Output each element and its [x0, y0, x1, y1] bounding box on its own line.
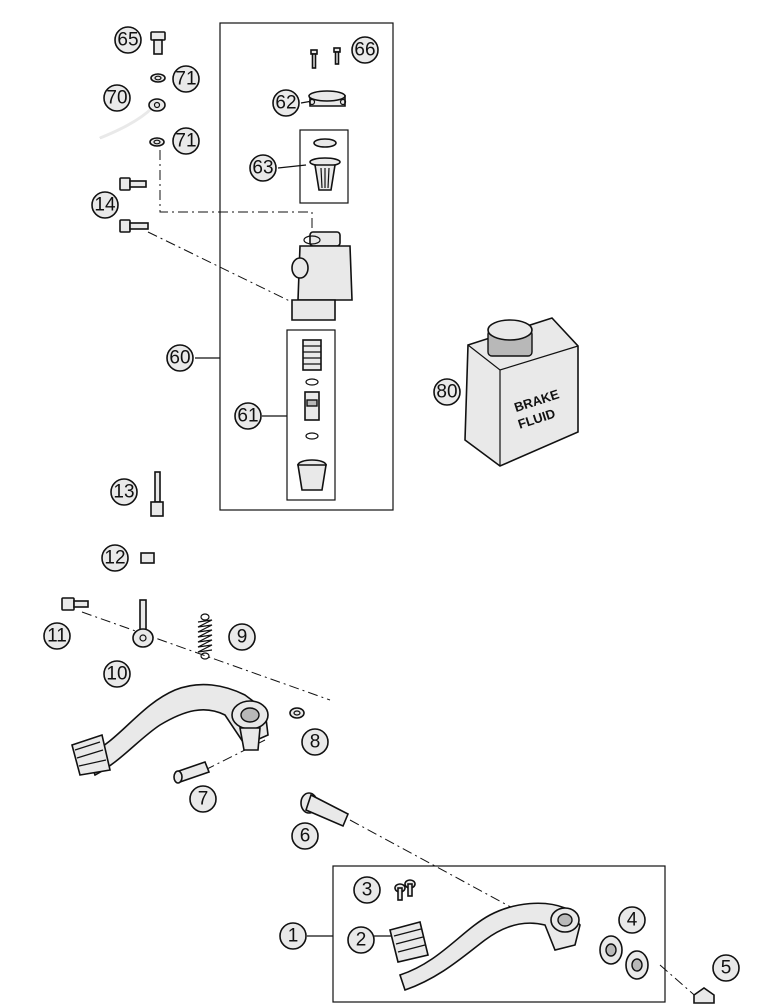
svg-text:71: 71: [175, 69, 196, 90]
callout-71-top[interactable]: 71: [172, 65, 200, 93]
leader-lines: [195, 99, 394, 937]
screw-66-icon: [310, 47, 341, 69]
svg-text:4: 4: [627, 910, 638, 931]
callout-2[interactable]: 2: [347, 926, 375, 954]
callout-70[interactable]: 70: [103, 84, 131, 112]
nut-5-icon: [693, 987, 715, 1004]
washer-71-top-icon: [150, 73, 166, 83]
svg-text:9: 9: [237, 627, 248, 648]
svg-text:3: 3: [362, 880, 373, 901]
callout-6[interactable]: 6: [291, 822, 319, 850]
svg-text:63: 63: [252, 158, 273, 179]
svg-text:61: 61: [237, 406, 258, 427]
step-plate-2-icon: [389, 921, 429, 963]
callout-71-bottom[interactable]: 71: [172, 127, 200, 155]
callout-7[interactable]: 7: [189, 785, 217, 813]
master-cylinder-body-icon: [291, 231, 353, 321]
reservoir-cap-62-icon: [308, 90, 347, 107]
callout-80[interactable]: 80: [433, 378, 461, 406]
bolt-65-icon: [150, 31, 166, 55]
piston-kit-61-icon: [297, 339, 327, 491]
svg-text:66: 66: [354, 40, 375, 61]
callout-61[interactable]: 61: [234, 402, 262, 430]
screws-3-icon: [394, 879, 416, 901]
pin-6-icon: [300, 792, 350, 828]
membrane-63-icon: [309, 138, 341, 191]
master-cylinder-assembly-box: [219, 22, 394, 511]
svg-text:10: 10: [106, 664, 127, 685]
svg-text:71: 71: [175, 131, 196, 152]
alignment-lines: [81, 150, 701, 1001]
svg-text:65: 65: [117, 30, 138, 51]
callout-13[interactable]: 13: [110, 478, 138, 506]
spring-9-icon: [197, 613, 213, 660]
callout-4[interactable]: 4: [618, 906, 646, 934]
callout-12[interactable]: 12: [101, 544, 129, 572]
callout-11[interactable]: 11: [43, 622, 71, 650]
brake-pedal-upper-icon: [71, 683, 269, 777]
callout-62[interactable]: 62: [272, 89, 300, 117]
svg-text:7: 7: [198, 789, 209, 810]
svg-text:5: 5: [721, 958, 732, 979]
svg-text:60: 60: [169, 348, 190, 369]
svg-text:1: 1: [288, 926, 299, 947]
svg-text:12: 12: [104, 548, 125, 569]
svg-text:70: 70: [106, 88, 127, 109]
cup-sub-box: [299, 129, 349, 204]
callout-9[interactable]: 9: [228, 623, 256, 651]
piston-kit-box: [286, 329, 336, 501]
bolt-14-lower-icon: [119, 219, 149, 233]
brake-hose-70-icon: [99, 98, 166, 140]
brake-pedal-lower-icon: [398, 902, 581, 992]
svg-text:11: 11: [47, 626, 67, 647]
pin-7-icon: [173, 760, 211, 784]
washer-71-bottom-icon: [149, 137, 165, 147]
callout-1[interactable]: 1: [279, 922, 307, 950]
brake-pedal-assembly-box: [332, 865, 666, 1003]
callout-14[interactable]: 14: [91, 191, 119, 219]
bolt-11-icon: [61, 597, 89, 611]
callout-63[interactable]: 63: [249, 154, 277, 182]
callout-60[interactable]: 60: [166, 344, 194, 372]
callout-3[interactable]: 3: [353, 876, 381, 904]
svg-text:80: 80: [436, 382, 457, 403]
callout-65[interactable]: 65: [114, 26, 142, 54]
bolt-14-upper-icon: [119, 177, 147, 191]
pushrod-13-icon: [150, 471, 164, 517]
svg-text:8: 8: [310, 732, 321, 753]
svg-text:14: 14: [94, 195, 116, 216]
clevis-10-icon: [132, 599, 154, 648]
nut-12-icon: [140, 552, 155, 564]
svg-text:6: 6: [300, 826, 311, 847]
svg-text:2: 2: [356, 930, 367, 951]
svg-text:62: 62: [275, 93, 296, 114]
svg-text:13: 13: [113, 482, 134, 503]
brake-fluid-bottle-icon: BRAKE FLUID: [464, 317, 579, 467]
callout-10[interactable]: 10: [103, 660, 131, 688]
callout-66[interactable]: 66: [351, 36, 379, 64]
callout-5[interactable]: 5: [712, 954, 740, 982]
bushing-8-icon: [289, 707, 305, 719]
bearings-4-icon: [599, 935, 649, 980]
callout-8[interactable]: 8: [301, 728, 329, 756]
